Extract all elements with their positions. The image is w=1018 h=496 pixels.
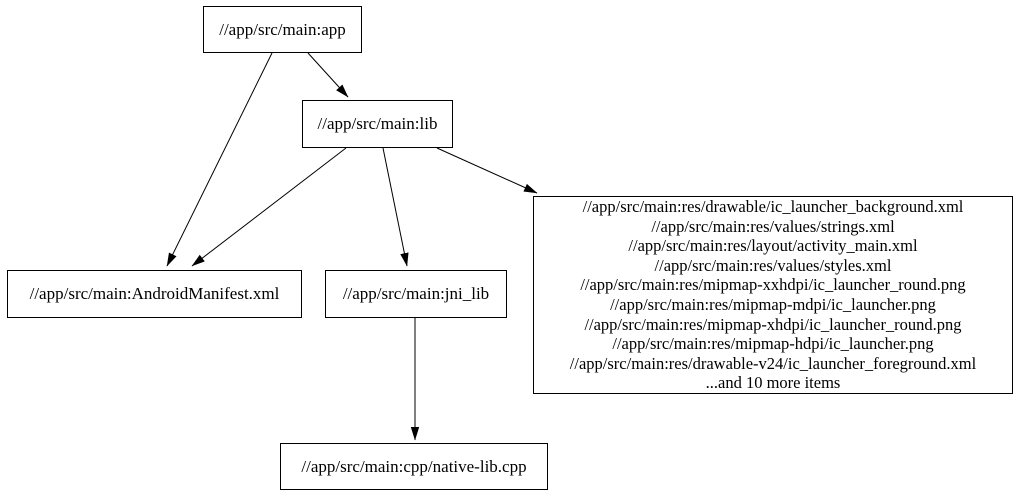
res-more-items-line: ...and 10 more items (705, 373, 841, 393)
res-file-line: //app/src/main:res/mipmap-xhdpi/ic_launc… (584, 314, 962, 334)
node-android-manifest-label: //app/src/main:AndroidManifest.xml (29, 284, 280, 303)
res-file-line: //app/src/main:res/layout/activity_main.… (628, 236, 918, 256)
node-android-manifest: //app/src/main:AndroidManifest.xml (7, 270, 302, 318)
res-file-line: //app/src/main:res/drawable-v24/ic_launc… (569, 353, 977, 373)
res-file-line: //app/src/main:res/values/strings.xml (651, 216, 895, 236)
edge-app-to-manifest (166, 52, 273, 267)
node-res-files: //app/src/main:res/drawable/ic_launcher_… (533, 196, 1013, 394)
edge-lib-to-manifest (191, 147, 347, 267)
node-lib-label: //app/src/main:lib (317, 114, 438, 133)
node-app: //app/src/main:app (203, 6, 362, 53)
res-file-line: //app/src/main:res/mipmap-mdpi/ic_launch… (610, 295, 936, 314)
node-jni-lib: //app/src/main:jni_lib (325, 270, 507, 318)
res-file-line: //app/src/main:res/values/styles.xml (654, 255, 892, 275)
edge-app-to-lib (307, 52, 349, 98)
res-file-line: //app/src/main:res/mipmap-hdpi/ic_launch… (612, 334, 934, 354)
node-native-cpp-label: //app/src/main:cpp/native-lib.cpp (301, 456, 527, 476)
node-jni-lib-label: //app/src/main:jni_lib (342, 284, 490, 303)
edge-lib-to-jni-lib (382, 147, 409, 267)
node-native-cpp: //app/src/main:cpp/native-lib.cpp (280, 443, 548, 490)
res-file-line: //app/src/main:res/drawable/ic_launcher_… (582, 197, 964, 217)
edge-lib-to-res-files (436, 147, 538, 194)
res-file-line: //app/src/main:res/mipmap-xxhdpi/ic_laun… (580, 275, 966, 295)
node-app-label: //app/src/main:app (219, 19, 346, 39)
node-lib: //app/src/main:lib (302, 100, 453, 148)
